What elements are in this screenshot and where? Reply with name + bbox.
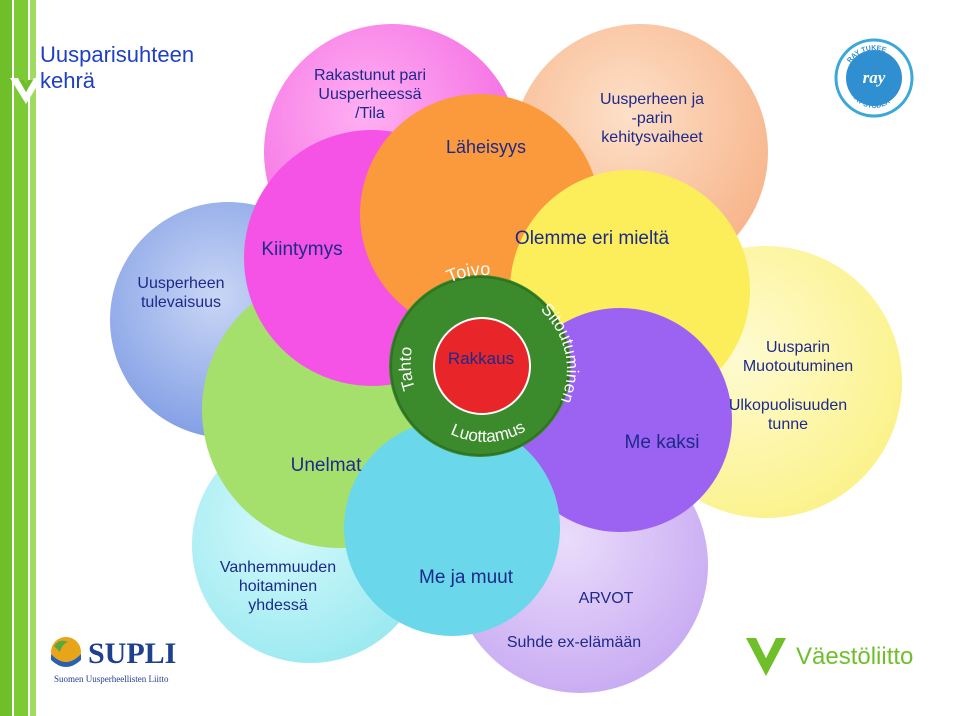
vaestoliitto-heart-icon [10,78,42,104]
supli-sub: Suomen Uusperheellisten Liitto [54,674,169,684]
label-arvot: ARVOT [579,590,634,607]
ray-logo: RAY TUKEE RAY STÖDER ray [834,38,914,118]
ray-mark: ray [863,68,886,87]
label-me-ja-muut: Me ja muut [419,567,514,588]
label-unelmat: Unelmat [291,455,362,476]
vaestoliitto-logo: Väestöliitto [746,638,913,676]
label-olemme: Olemme eri mieltä [515,228,670,249]
supli-name: SUPLI [88,637,176,670]
petal-me-ja-muut [344,420,560,636]
vaestoliitto-name: Väestöliitto [796,643,913,670]
ring-tahto: Tahto [396,346,419,393]
label-me-kaksi: Me kaksi [625,432,700,453]
supli-logo: SUPLI Suomen Uusperheellisten Liitto [51,637,176,684]
label-laheisyys: Läheisyys [446,137,526,157]
left-green-bar [0,0,12,716]
label-kiintymys: Kiintymys [261,239,342,260]
left-green-bar-2 [14,0,28,716]
label-ex: Suhde ex-elämään [507,634,641,651]
vaestoliitto-mark-icon [746,638,786,676]
label-rakkaus: Rakkaus [448,349,514,368]
left-green-bar-3 [30,0,36,716]
center-circle [433,317,531,415]
